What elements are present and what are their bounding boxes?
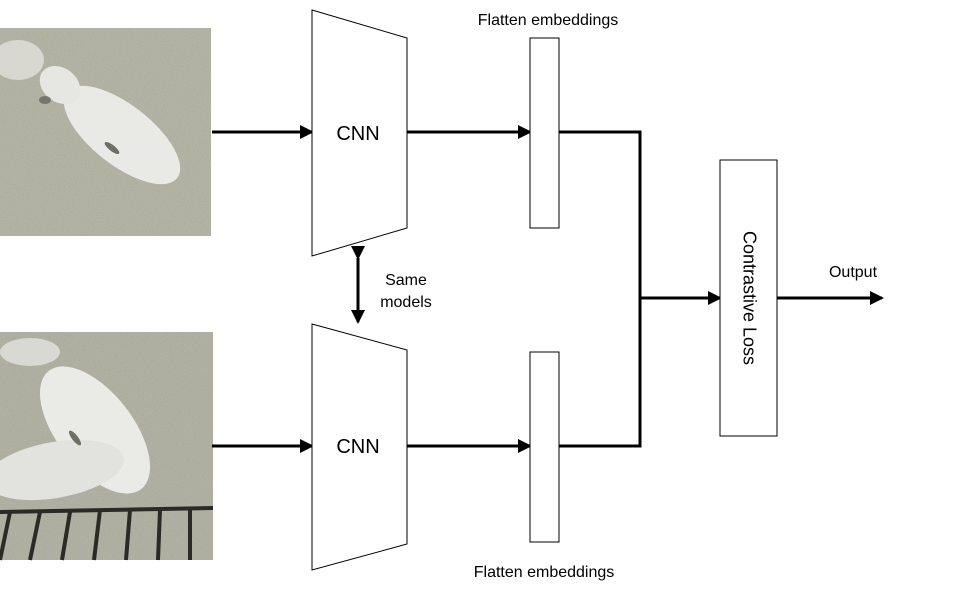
bottom-merge-connector (559, 298, 642, 448)
top-cnn-block (311, 9, 408, 257)
same-models-label-line1: Same (385, 272, 427, 289)
same-models-label-line2: models (380, 294, 432, 311)
top-embedding-bar (529, 37, 560, 229)
bottom-cnn-label: CNN (336, 436, 379, 458)
contrastive-loss-label: Contrastive Loss (739, 231, 759, 365)
bottom-embedding-bar (529, 351, 560, 543)
top-cnn-label: CNN (336, 123, 379, 145)
top-embedding-label: Flatten embeddings (478, 12, 619, 29)
floor-grate (0, 506, 214, 561)
top-input-image (0, 28, 211, 236)
top-merge-connector (559, 130, 642, 298)
bottom-embedding-label: Flatten embeddings (474, 564, 615, 581)
bottom-cnn-block (311, 323, 408, 571)
bottom-input-image (0, 332, 214, 561)
output-label: Output (829, 264, 878, 281)
